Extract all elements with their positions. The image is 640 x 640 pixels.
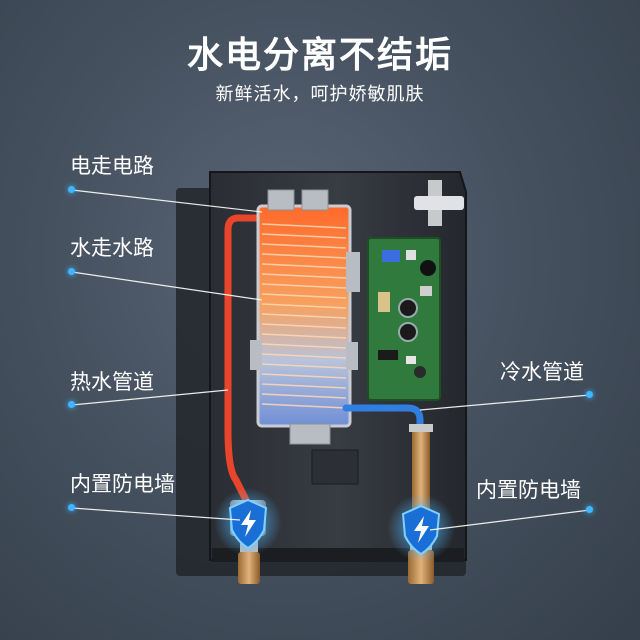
mount-bracket-bar — [414, 196, 464, 210]
label-cold-water-pipe: 冷水管道 — [500, 360, 584, 384]
hot-water-pipe — [224, 214, 266, 504]
callout-dot — [586, 391, 593, 398]
terminal-right — [301, 189, 329, 211]
label-electric-circuit: 电走电路 — [70, 154, 154, 178]
terminal-left — [267, 189, 295, 211]
heat-exchanger-coils — [261, 223, 347, 409]
callout-dot — [68, 401, 75, 408]
lightning-shield-icon — [214, 488, 282, 556]
label-barrier-left: 内置防电墙 — [70, 472, 175, 496]
pcb-components — [378, 250, 436, 378]
tank-clamp-left — [250, 340, 262, 370]
label-barrier-right: 内置防电墙 — [476, 478, 581, 502]
callout-dot — [68, 186, 75, 193]
headline: 水电分离不结垢 — [186, 35, 453, 76]
cold-water-pipe — [342, 404, 424, 436]
callout-dot — [586, 506, 593, 513]
lightning-shield-icon — [387, 494, 455, 562]
subline: 新鲜活水，呵护娇敏肌肤 — [215, 84, 425, 105]
label-hot-water-pipe: 热水管道 — [70, 370, 154, 394]
label-water-circuit: 水走水路 — [70, 236, 154, 260]
callout-lines — [71, 189, 591, 531]
tank-clamp-right — [346, 252, 360, 292]
callout-dot — [68, 268, 75, 275]
bottom-terminal — [289, 423, 331, 445]
callout-dot — [68, 504, 75, 511]
cold-inlet-collar — [409, 424, 433, 432]
heater-bottom-panel — [311, 449, 359, 485]
tank-clamp-right-2 — [346, 342, 358, 370]
